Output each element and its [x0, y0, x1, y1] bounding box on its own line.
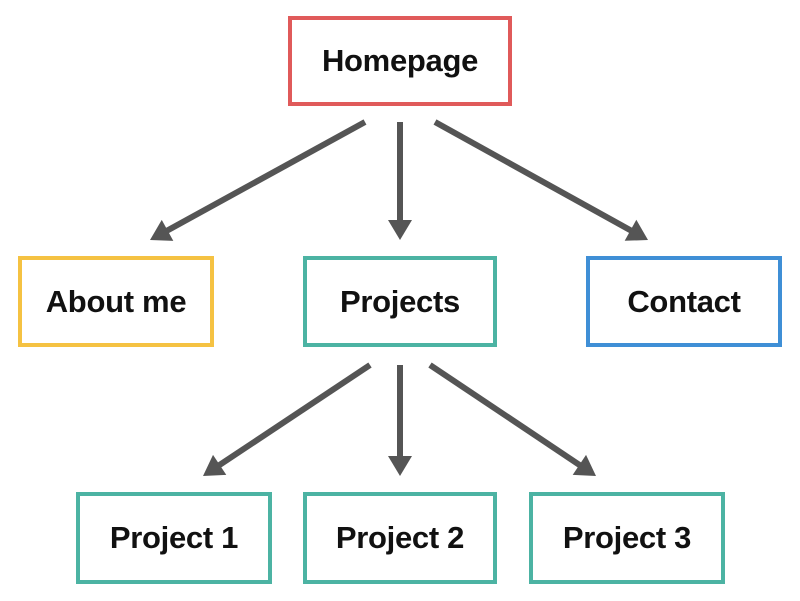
- projects-node: Projects: [303, 256, 497, 347]
- project-2-node: Project 2: [303, 492, 497, 584]
- homepage-node: Homepage: [288, 16, 512, 106]
- project-1-node: Project 1: [76, 492, 272, 584]
- arrow-projects-to-project1: [216, 362, 372, 469]
- arrow-homepage-to-contact: [433, 119, 634, 234]
- arrowhead-homepage-to-about: [150, 219, 174, 241]
- arrow-projects-to-project3: [428, 362, 583, 469]
- arrowhead-homepage-to-contact: [624, 219, 648, 241]
- project-3-node: Project 3: [529, 492, 725, 584]
- arrowhead-projects-to-project2: [388, 456, 412, 476]
- contact-node: Contact: [586, 256, 782, 347]
- arrowhead-projects-to-project3: [572, 454, 596, 476]
- arrowhead-homepage-to-projects: [388, 220, 412, 240]
- arrow-homepage-to-about: [164, 119, 367, 234]
- arrowhead-projects-to-project1: [203, 454, 227, 476]
- about-me-node: About me: [18, 256, 214, 347]
